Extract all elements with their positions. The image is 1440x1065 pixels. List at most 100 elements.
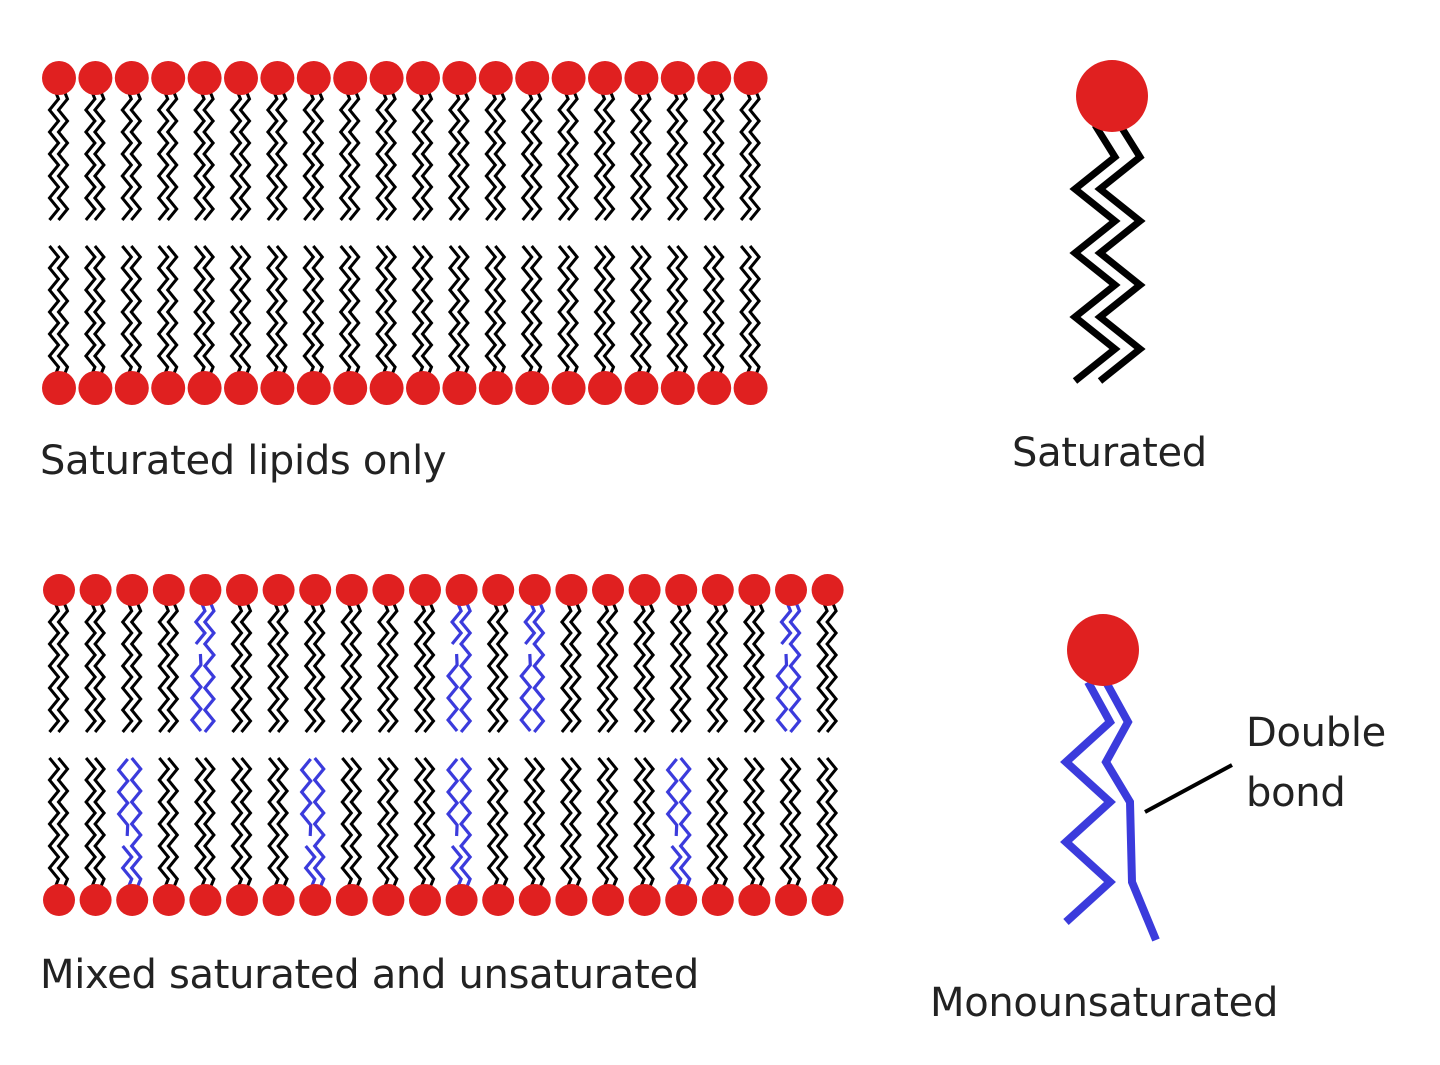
bottom-saturated-lipid: [43, 757, 75, 916]
head-group: [409, 884, 441, 916]
top-unsaturated-lipid: [445, 574, 478, 734]
head-group: [79, 884, 112, 916]
top-saturated-lipid: [372, 574, 405, 733]
head-group: [551, 371, 586, 405]
head-group: [226, 884, 258, 916]
top-saturated-lipid: [226, 574, 258, 733]
top-saturated-lipid: [260, 61, 295, 221]
bottom-saturated-lipid: [478, 245, 513, 405]
tail-1: [1069, 123, 1121, 384]
head-group: [114, 371, 149, 405]
head-group: [628, 884, 661, 916]
head-group: [369, 61, 404, 95]
head-group: [406, 371, 440, 405]
head-group: [738, 884, 771, 916]
head-group: [1076, 60, 1148, 132]
head-group: [187, 371, 222, 405]
top-saturated-lipid: [224, 61, 258, 221]
head-group: [775, 574, 807, 606]
head-group: [299, 884, 332, 916]
bottom-saturated-lipid: [660, 245, 695, 405]
head-group: [152, 574, 185, 606]
top-saturated-lipid: [335, 574, 368, 733]
bottom-saturated-lipid: [187, 245, 222, 405]
top-saturated-lipid: [409, 574, 441, 733]
top-saturated-lipid: [79, 574, 112, 733]
mixed-bilayer: [43, 574, 844, 916]
head-group: [296, 61, 331, 95]
head-group: [445, 574, 478, 606]
top-saturated-lipid: [42, 61, 76, 221]
bottom-saturated-lipid: [701, 757, 734, 916]
bottom-saturated-lipid: [409, 757, 441, 916]
head-group: [372, 884, 405, 916]
saturated-label: Saturated: [1012, 430, 1207, 476]
bottom-saturated-lipid: [551, 245, 586, 405]
bottom-unsaturated-lipid: [116, 756, 149, 916]
head-group: [406, 61, 440, 95]
top-saturated-lipid: [116, 574, 149, 733]
head-group: [369, 371, 404, 405]
head-group: [701, 884, 734, 916]
head-group: [518, 884, 551, 916]
head-group: [733, 61, 768, 95]
top-saturated-lipid: [43, 574, 75, 733]
tail-1: [1060, 680, 1116, 925]
head-group: [42, 371, 76, 405]
head-group: [478, 371, 513, 405]
head-group: [151, 371, 186, 405]
head-group: [260, 371, 295, 405]
bottom-saturated-lipid: [260, 245, 295, 405]
head-group: [592, 574, 624, 606]
head-group: [152, 884, 185, 916]
bottom-saturated-lipid: [811, 757, 844, 916]
head-group: [43, 884, 75, 916]
top-saturated-lipid: [551, 61, 586, 221]
head-group: [116, 884, 149, 916]
head-group: [296, 371, 331, 405]
bottom-saturated-lipid: [697, 245, 732, 405]
head-group: [79, 574, 112, 606]
bottom-saturated-lipid: [79, 757, 112, 916]
bottom-saturated-lipid: [628, 757, 661, 916]
head-group: [478, 61, 513, 95]
head-group: [335, 574, 368, 606]
bottom-saturated-lipid: [518, 757, 551, 916]
head-group: [482, 884, 515, 916]
saturated-bilayer: [42, 61, 768, 405]
bottom-saturated-lipid: [442, 245, 477, 405]
bottom-saturated-lipid: [335, 757, 368, 916]
top-saturated-lipid: [811, 574, 844, 733]
top-unsaturated-lipid: [189, 574, 222, 734]
top-saturated-lipid: [406, 61, 440, 221]
top-saturated-lipid: [624, 61, 659, 221]
top-saturated-lipid: [733, 61, 768, 221]
head-group: [78, 61, 113, 95]
head-group: [43, 574, 75, 606]
bottom-saturated-lipid: [588, 245, 622, 405]
bottom-saturated-lipid: [42, 245, 76, 405]
saturated-lipids-only-label: Saturated lipids only: [40, 438, 447, 484]
top-saturated-lipid: [151, 61, 186, 221]
head-group: [628, 574, 661, 606]
top-saturated-lipid: [299, 574, 332, 733]
bottom-saturated-lipid: [333, 245, 368, 405]
head-group: [588, 61, 622, 95]
double-bond-pointer: [1144, 763, 1233, 814]
top-saturated-lipid: [738, 574, 771, 733]
top-saturated-lipid: [369, 61, 404, 221]
bottom-saturated-lipid: [372, 757, 405, 916]
top-saturated-lipid: [701, 574, 734, 733]
head-group: [299, 574, 332, 606]
bottom-saturated-lipid: [226, 757, 258, 916]
top-saturated-lipid: [262, 574, 295, 733]
double-bond-label-line2: bond: [1246, 770, 1346, 816]
head-group: [515, 371, 550, 405]
head-group: [1067, 614, 1139, 686]
head-group: [775, 884, 807, 916]
bottom-unsaturated-lipid: [665, 756, 698, 916]
head-group: [260, 61, 295, 95]
top-saturated-lipid: [555, 574, 588, 733]
bottom-unsaturated-lipid: [299, 756, 332, 916]
